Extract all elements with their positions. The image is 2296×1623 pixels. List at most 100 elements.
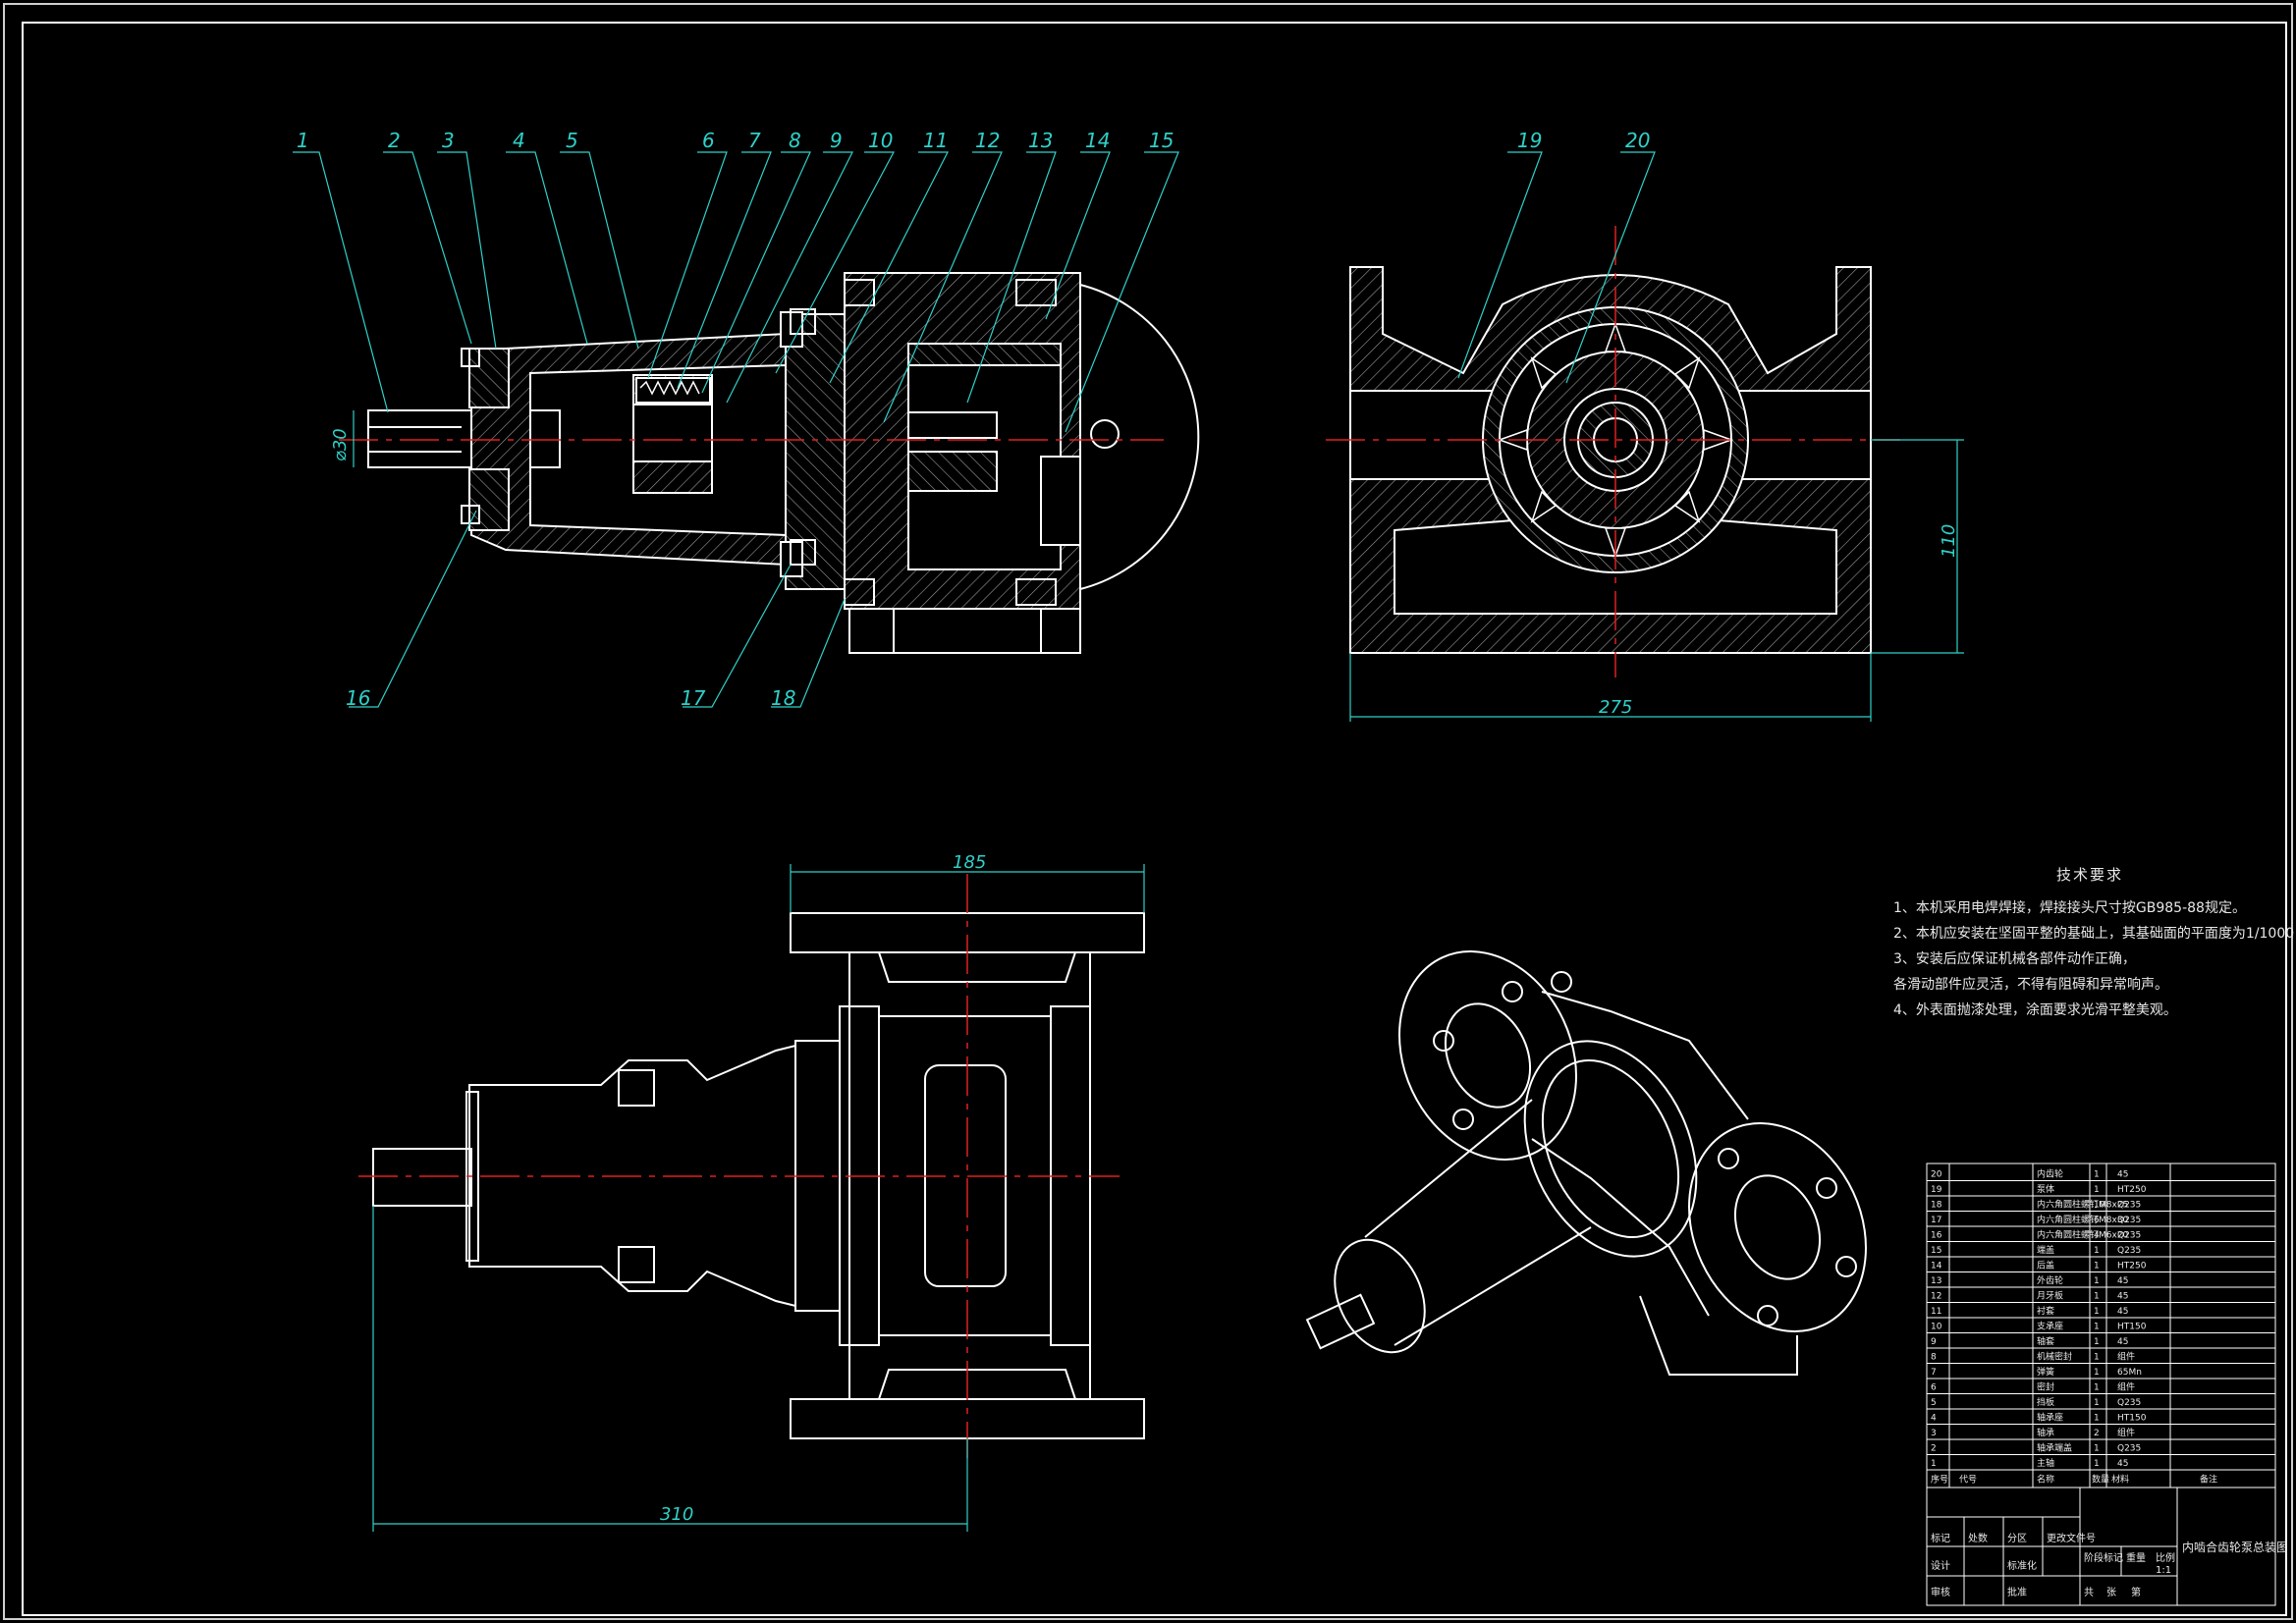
title-label-change: 更改文件号 <box>2047 1532 2096 1544</box>
dim-length: 310 <box>660 1504 693 1525</box>
bom-qty: 1 <box>2094 1353 2100 1363</box>
title-label-weight: 重量 <box>2126 1551 2146 1564</box>
balloon-19: 19 <box>1517 129 1542 152</box>
balloon-12: 12 <box>975 129 1000 152</box>
title-label-review: 审核 <box>1931 1586 1950 1598</box>
tech-req-2: 2、本机应安装在坚固平整的基础上，其基础面的平面度为1/1000 <box>1893 926 2295 942</box>
bom-name: 内六角圆柱螺钉M6x20 <box>2037 1229 2129 1241</box>
bom-material: 45 <box>2117 1307 2128 1317</box>
bom-qty: 1 <box>2094 1276 2100 1286</box>
bom-name: 内六角圆柱螺钉M8x30 <box>2037 1214 2129 1225</box>
balloon-13: 13 <box>1028 129 1053 152</box>
bom-header: 数量 <box>2092 1474 2109 1486</box>
bom-material: HT250 <box>2117 1262 2147 1271</box>
bom-name: 月牙板 <box>2037 1290 2063 1302</box>
dim-width: 275 <box>1599 697 1632 718</box>
bom-no: 14 <box>1931 1262 1942 1271</box>
bom-qty: 1 <box>2094 1444 2100 1454</box>
bom-qty: 6 <box>2094 1216 2100 1225</box>
bom-name: 轴承 <box>2037 1427 2054 1438</box>
bom-name: 主轴 <box>2037 1457 2054 1469</box>
technical-requirements: 技术要求 1、本机采用电焊焊接，焊接接头尺寸按GB985-88规定。 2、本机应… <box>1893 862 2295 1023</box>
balloon-8: 8 <box>789 129 801 152</box>
inner-border <box>22 22 2287 1616</box>
title-label-sheet: 张 <box>2106 1587 2116 1598</box>
bom-material: 组件 <box>2117 1351 2135 1363</box>
bom-name: 密封 <box>2037 1381 2054 1393</box>
title-label-scale: 比例 <box>2156 1551 2175 1564</box>
bom-name: 后盖 <box>2037 1260 2054 1271</box>
bom-qty: 2 <box>2094 1429 2100 1438</box>
section-balloons: 1 2 3 4 5 6 7 8 9 10 11 12 13 14 15 16 1… <box>297 129 1174 710</box>
bom-qty: 1 <box>2094 1459 2100 1469</box>
title-block <box>1926 1487 2276 1606</box>
balloon-4: 4 <box>513 129 525 152</box>
bom-material: 45 <box>2117 1337 2128 1347</box>
bom-material: 组件 <box>2117 1381 2135 1393</box>
bom-qty: 1 <box>2094 1398 2100 1408</box>
balloon-3: 3 <box>442 129 455 152</box>
tech-req-4: 各滑动部件应灵活，不得有阻碍和异常响声。 <box>1893 977 2168 993</box>
tech-req-1: 1、本机采用电焊焊接，焊接接头尺寸按GB985-88规定。 <box>1893 900 2246 916</box>
title-label-approve: 批准 <box>2007 1586 2027 1598</box>
bom-name: 机械密封 <box>2037 1351 2072 1363</box>
title-label-total: 共 <box>2084 1587 2094 1598</box>
bom-no: 10 <box>1931 1323 1942 1332</box>
balloon-7: 7 <box>748 129 761 152</box>
bom-no: 20 <box>1931 1170 1942 1180</box>
tech-req-3: 3、安装后应保证机械各部件动作正确， <box>1893 951 2136 967</box>
tech-req-title: 技术要求 <box>2055 866 2123 884</box>
balloon-20: 20 <box>1625 129 1650 152</box>
balloon-2: 2 <box>388 129 401 152</box>
bom-header: 序号 <box>1931 1474 1948 1486</box>
bom-qty: 1 <box>2094 1368 2100 1378</box>
bom-no: 8 <box>1931 1353 1937 1363</box>
balloon-18: 18 <box>771 686 795 710</box>
title-label-zone: 分区 <box>2007 1533 2027 1544</box>
bom-material: 45 <box>2117 1292 2128 1302</box>
bom-no: 17 <box>1931 1216 1941 1225</box>
bom-no: 6 <box>1931 1383 1937 1393</box>
bom-material: HT150 <box>2117 1323 2147 1332</box>
balloon-9: 9 <box>830 129 843 152</box>
side-leaders <box>1349 151 1964 722</box>
bom-qty: 10 <box>2094 1201 2105 1211</box>
dim-height: 110 <box>1939 524 1959 558</box>
bom-no: 4 <box>1931 1414 1937 1424</box>
bom-name: 端盖 <box>2037 1244 2054 1256</box>
balloon-16: 16 <box>346 686 370 710</box>
bom-name: 轴承座 <box>2037 1412 2063 1424</box>
bom-material: 组件 <box>2117 1427 2135 1438</box>
title-block-text: 标记 处数 分区 更改文件号 设计 标准化 审核 批准 阶段标记 重量 比例 1… <box>1931 1532 2175 1598</box>
title-scale-value: 1:1 <box>2156 1565 2171 1576</box>
bom-qty: 1 <box>2094 1262 2100 1271</box>
bom-name: 轴套 <box>2037 1335 2054 1347</box>
bom-qty: 1 <box>2094 1292 2100 1302</box>
bearing-housing <box>470 332 787 567</box>
bom-no: 1 <box>1931 1459 1937 1469</box>
bom-material: Q235 <box>2117 1246 2141 1256</box>
bom-name: 外齿轮 <box>2037 1274 2063 1286</box>
bom-qty: 1 <box>2094 1246 2100 1256</box>
balloon-10: 10 <box>868 129 893 152</box>
tech-req-5: 4、外表面抛漆处理，涂面要求光滑平整美观。 <box>1893 1002 2177 1018</box>
bom-name: 内齿轮 <box>2037 1168 2063 1180</box>
bom-header: 代号 <box>1959 1475 1977 1486</box>
title-label-stage: 阶段标记 <box>2084 1551 2123 1564</box>
bom-material: 45 <box>2117 1276 2128 1286</box>
bom-qty: 1 <box>2094 1170 2100 1180</box>
bom-header: 材料 <box>2111 1474 2129 1486</box>
bom-material: 65Mn <box>2117 1368 2142 1378</box>
bom-qty: 1 <box>2094 1383 2100 1393</box>
bom-no: 16 <box>1931 1231 1942 1241</box>
bom-no: 12 <box>1931 1292 1941 1302</box>
bom-no: 19 <box>1931 1185 1942 1195</box>
bom-name: 内六角圆柱螺钉M8x25 <box>2037 1199 2128 1211</box>
bom-qty: 1 <box>2094 1337 2100 1347</box>
section-leaders <box>293 151 1179 708</box>
bom-header: 名称 <box>2037 1474 2054 1486</box>
bom-material: 45 <box>2117 1459 2128 1469</box>
top-leaders <box>372 864 1145 1532</box>
bom-name: 衬套 <box>2037 1305 2054 1317</box>
